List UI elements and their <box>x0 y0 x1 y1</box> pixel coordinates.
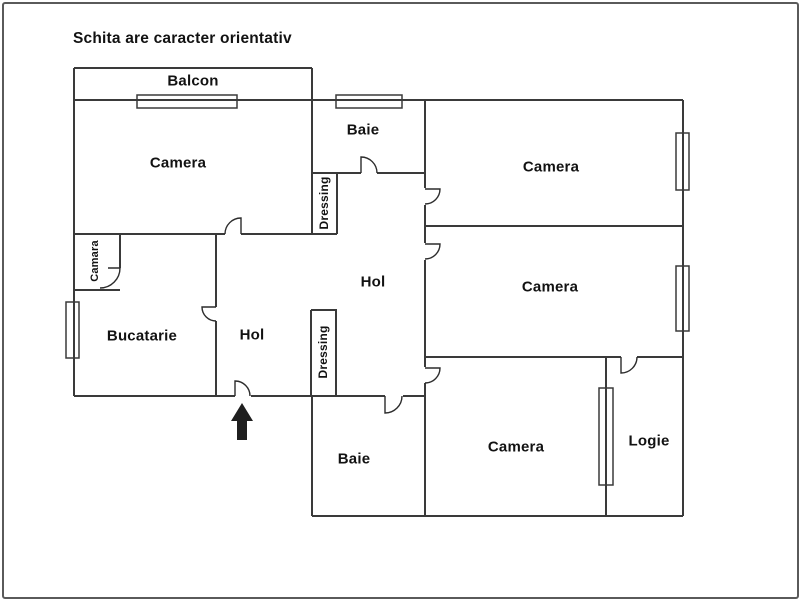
room-label-logie: Logie <box>628 432 670 450</box>
window-camera-top-right <box>675 132 690 191</box>
room-label-camara: Camara <box>89 240 101 282</box>
door-arc-bucatarie <box>201 306 217 322</box>
room-label-dressing-top: Dressing <box>317 176 331 230</box>
room-label-dressing-lower: Dressing <box>316 325 330 379</box>
door-arc-baie-top <box>360 156 378 174</box>
window-camera-mid-right <box>675 265 690 332</box>
door-arc-logie <box>620 356 638 374</box>
room-label-camera-mid-right: Camera <box>521 278 579 296</box>
door-arc-camera-top-left <box>224 217 242 235</box>
room-label-bucatarie: Bucatarie <box>106 327 178 345</box>
plan-title: Schita are caracter orientativ <box>73 30 292 47</box>
room-label-hol-lower: Hol <box>239 326 265 344</box>
room-label-balcon: Balcon <box>167 72 219 90</box>
door-arc-camera-top-right <box>424 188 441 205</box>
door-arc-camera-mid-right <box>424 243 441 260</box>
door-arc-entrance <box>234 380 251 397</box>
door-arc-baie-bottom <box>384 395 403 414</box>
entrance-arrow-icon <box>231 403 253 440</box>
windows <box>65 94 690 486</box>
window-baie-top <box>335 94 403 109</box>
door-arc-camera-bottom <box>424 367 441 384</box>
room-label-camera-top-right: Camera <box>522 158 580 176</box>
door-arc-camara <box>99 267 121 289</box>
room-label-camera-bottom: Camera <box>487 438 545 456</box>
room-label-baie-top: Baie <box>346 121 380 139</box>
window-logie <box>598 387 614 486</box>
interior-walls <box>74 68 683 516</box>
window-balcon <box>136 94 238 109</box>
room-label-baie-bottom: Baie <box>337 450 371 468</box>
window-bucatarie <box>65 301 80 359</box>
room-label-hol-upper: Hol <box>360 273 386 291</box>
room-label-camera-top-left: Camera <box>149 154 207 172</box>
door-arcs <box>99 156 638 414</box>
exterior-walls <box>73 67 684 517</box>
